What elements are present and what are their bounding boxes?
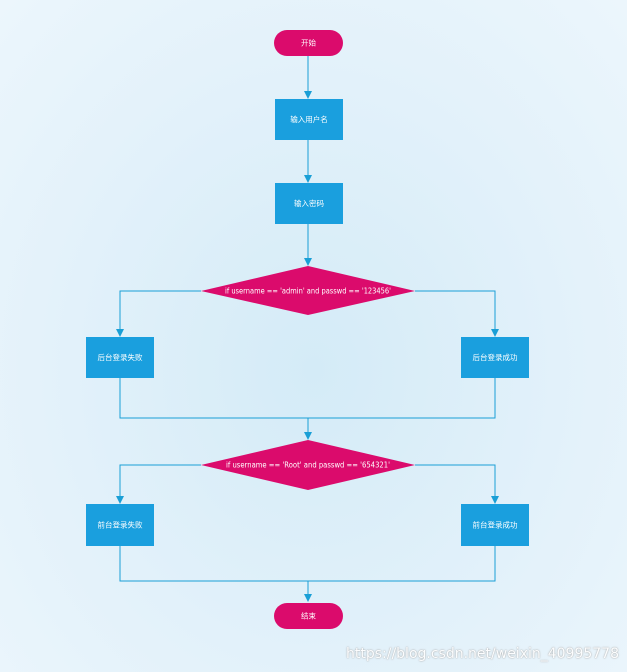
- edge-backend-merge: [119, 378, 496, 419]
- input-password-label: 输入密码: [294, 198, 324, 208]
- connectors: [116, 56, 499, 602]
- watermark: https://blog.csdn.net/weixin_40995778: [345, 646, 619, 662]
- decision-backend-label: if username == 'admin' and passwd == '12…: [225, 287, 391, 296]
- backend-fail-label: 后台登录失败: [98, 352, 143, 362]
- decision-frontend-label: if username == 'Root' and passwd == '654…: [226, 461, 390, 470]
- edge-decision2-to-frontend-fail: [116, 464, 201, 504]
- edge-decision1-to-backend-fail: [116, 290, 201, 337]
- frontend-fail-node: 前台登录失败: [86, 504, 154, 546]
- backend-fail-node: 后台登录失败: [86, 337, 154, 378]
- end-label: 结束: [301, 611, 316, 621]
- input-username-node: 输入用户名: [275, 99, 343, 140]
- end-node: 结束: [274, 603, 343, 629]
- start-label: 开始: [301, 38, 316, 48]
- edge-decision1-to-backend-success: [415, 290, 499, 337]
- input-username-label: 输入用户名: [290, 114, 328, 124]
- backend-success-node: 后台登录成功: [461, 337, 529, 378]
- backend-success-label: 后台登录成功: [473, 352, 518, 362]
- frontend-fail-label: 前台登录失败: [98, 520, 143, 530]
- edge-frontend-merge: [119, 546, 496, 582]
- frontend-success-label: 前台登录成功: [473, 520, 518, 530]
- decision-frontend-node: if username == 'Root' and passwd == '654…: [201, 440, 415, 490]
- input-password-node: 输入密码: [275, 183, 343, 224]
- edge-decision2-to-frontend-success: [415, 464, 499, 504]
- start-node: 开始: [274, 30, 343, 56]
- frontend-success-node: 前台登录成功: [461, 504, 529, 546]
- decision-backend-node: if username == 'admin' and passwd == '12…: [201, 266, 415, 315]
